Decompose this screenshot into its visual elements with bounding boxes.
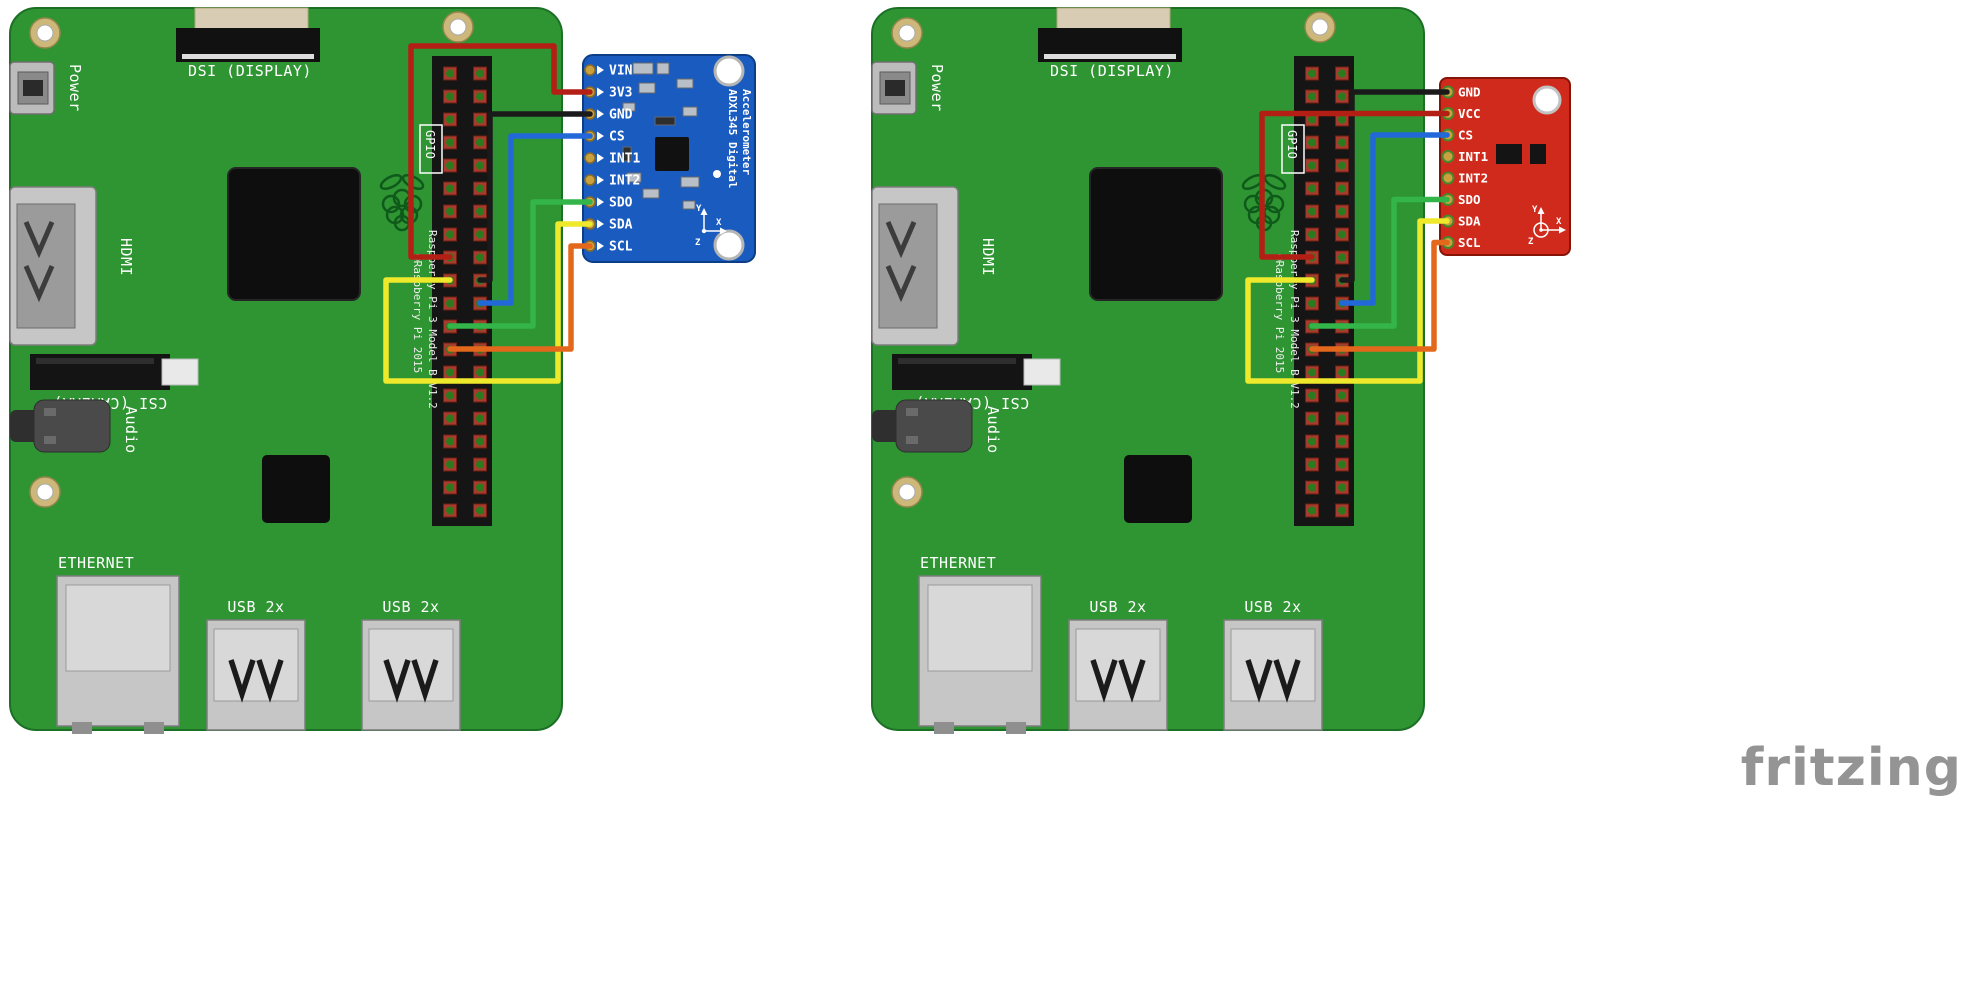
axis-indicator: Z X Y xyxy=(1528,205,1566,247)
svg-text:X: X xyxy=(1556,217,1562,227)
svg-text:Y: Y xyxy=(696,204,702,214)
svg-text:Z: Z xyxy=(1528,237,1534,247)
breakout-pin: INT1 xyxy=(1441,149,1488,164)
svg-text:SCL: SCL xyxy=(609,240,633,255)
axis-indicator: Y X Z xyxy=(695,204,727,248)
adxl345-breakout-adafruit: VIN 3V3 GND CS INT1 INT2 xyxy=(582,54,756,263)
svg-text:INT1: INT1 xyxy=(609,152,640,167)
svg-text:Y: Y xyxy=(1532,205,1538,215)
mounting-hole xyxy=(1532,85,1562,115)
wire-3v3-red xyxy=(408,43,593,260)
pcb xyxy=(1439,77,1571,256)
wire-scl-orange xyxy=(447,243,593,352)
mounting-hole xyxy=(713,229,745,261)
wire-gnd-black xyxy=(477,111,593,283)
svg-text:X: X xyxy=(716,218,722,228)
wire-cs-blue xyxy=(1339,132,1450,306)
wires-right xyxy=(1245,89,1450,384)
wires-left xyxy=(383,43,593,384)
svg-text:VCC: VCC xyxy=(1458,106,1481,121)
mounting-hole xyxy=(713,55,745,87)
svg-text:SDO: SDO xyxy=(609,196,633,211)
accelerometer-chip xyxy=(655,137,689,171)
svg-text:CS: CS xyxy=(609,130,625,145)
chip xyxy=(1530,144,1546,164)
raspberry-pi-right xyxy=(872,8,1424,734)
smd-components xyxy=(622,62,700,210)
wire-scl-orange xyxy=(1309,239,1450,352)
wire-vcc-red xyxy=(1259,110,1450,260)
breakout-title: ADXL345 Digital xyxy=(726,89,739,188)
fritzing-watermark: fritzing xyxy=(1741,738,1962,798)
svg-text:INT2: INT2 xyxy=(609,174,640,189)
svg-text:SDA: SDA xyxy=(1458,214,1481,229)
led xyxy=(713,170,721,178)
svg-text:CS: CS xyxy=(1458,128,1473,143)
svg-text:SCL: SCL xyxy=(1458,235,1481,250)
accelerometer-chip xyxy=(1496,144,1522,164)
breakout-title: Accelerometer xyxy=(740,89,753,175)
wire-sda-yellow xyxy=(1245,218,1450,384)
svg-text:INT2: INT2 xyxy=(1458,171,1488,186)
wire-gnd-black xyxy=(1339,89,1450,283)
breakout-pin: VIN xyxy=(584,64,633,79)
svg-text:GND: GND xyxy=(609,108,633,123)
adxl345-breakout-sparkfun: GND VCC CS INT1 INT2 SDO SDA SCL xyxy=(1439,77,1571,256)
svg-text:Z: Z xyxy=(695,238,701,248)
svg-text:SDA: SDA xyxy=(609,218,633,233)
raspberry-pi-left xyxy=(10,8,562,734)
breakout-pin: INT2 xyxy=(1441,171,1488,186)
svg-text:GND: GND xyxy=(1458,85,1481,100)
wire-sdo-green xyxy=(1309,196,1450,329)
wire-cs-blue xyxy=(477,133,593,306)
svg-text:VIN: VIN xyxy=(609,64,633,79)
breakout-pin: INT1 xyxy=(584,152,640,167)
svg-text:3V3: 3V3 xyxy=(609,86,632,101)
wire-sda-yellow xyxy=(383,221,593,384)
wire-sdo-green xyxy=(447,199,593,329)
svg-text:SDO: SDO xyxy=(1458,192,1481,207)
breakout-pin: INT2 xyxy=(584,174,640,189)
svg-text:INT1: INT1 xyxy=(1458,149,1488,164)
